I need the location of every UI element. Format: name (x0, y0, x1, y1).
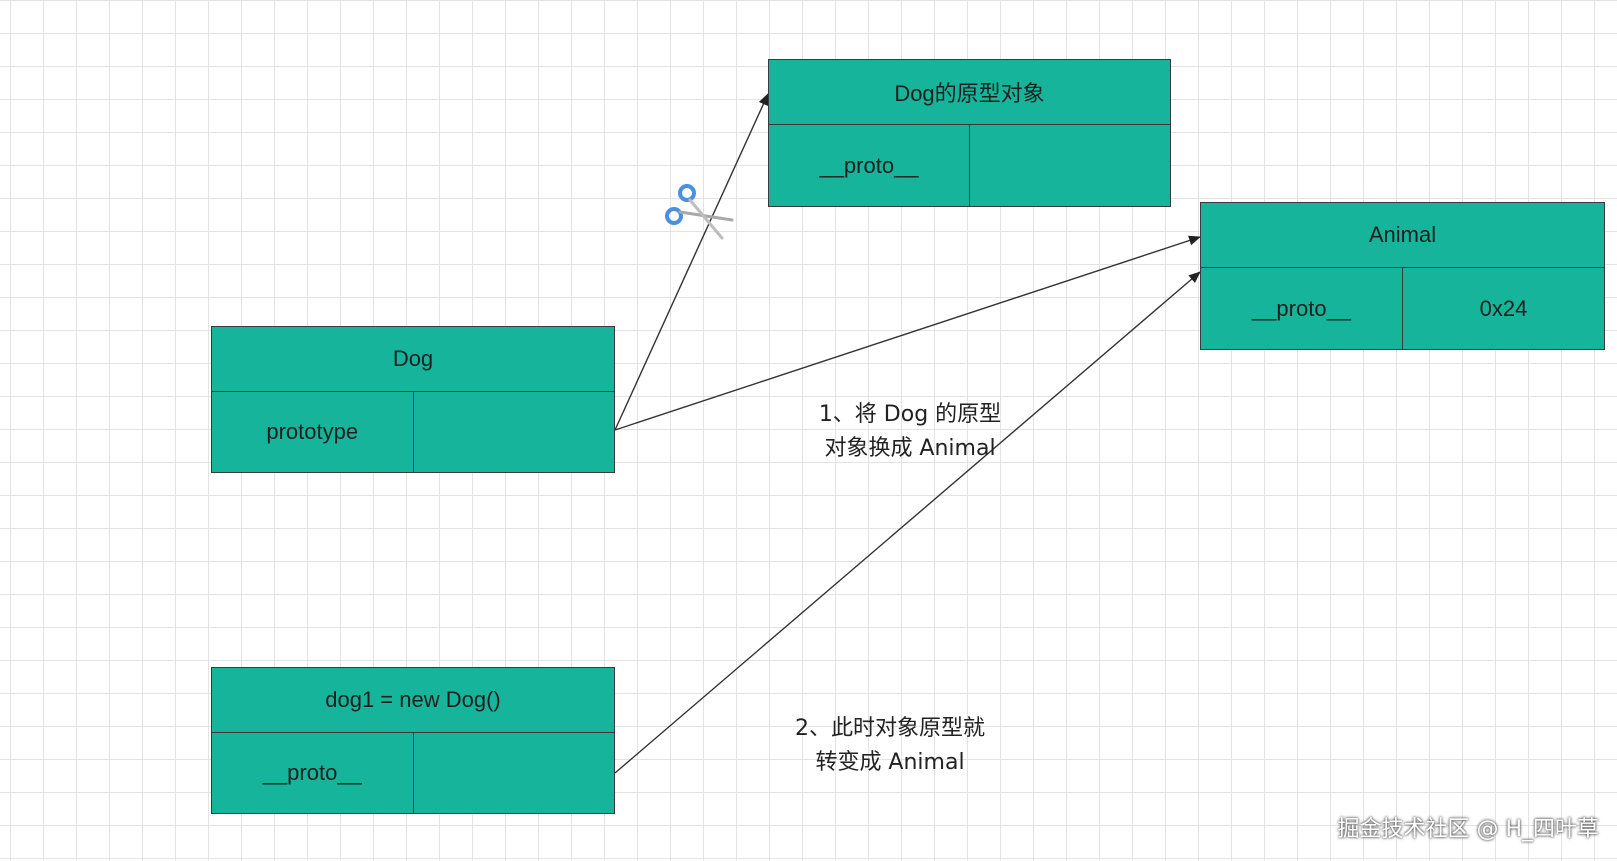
note-line: 转变成 Animal (815, 750, 965, 775)
note-line: 2、此时对象原型就 (795, 716, 985, 741)
node-field-prototype: prototype (266, 419, 359, 444)
edge-dog-to-animal (614, 235, 1201, 431)
note-line: 1、将 Dog 的原型 (818, 402, 1002, 427)
node-field-value (412, 392, 615, 472)
note-line: 对象换成 Animal (824, 436, 996, 461)
scissors-icon (665, 184, 734, 240)
node-field-proto: __proto__ (819, 152, 919, 178)
note-step-1: 1、将 Dog 的原型 对象换成 Animal (790, 398, 1030, 466)
edge-dog1-to-animal (614, 271, 1201, 774)
note-step-2: 2、此时对象原型就 转变成 Animal (770, 712, 1010, 780)
edge-dog-to-dog-prototype-object (614, 93, 769, 431)
node-field-value (412, 733, 615, 813)
node-title: Animal (1201, 203, 1604, 268)
node-field-proto: __proto__ (262, 760, 362, 785)
watermark: 掘金技术社区 @ H_四叶草 (1337, 817, 1599, 842)
node-dog-prototype-object[interactable]: Dog的原型对象 __proto__ (768, 59, 1171, 207)
node-field-proto: __proto__ (1251, 295, 1352, 321)
node-dog1[interactable]: dog1 = new Dog() __proto__ (211, 667, 615, 814)
node-title: dog1 = new Dog() (212, 668, 614, 733)
node-field-value: 0x24 (1402, 268, 1604, 349)
node-title: Dog的原型对象 (769, 60, 1170, 125)
node-dog[interactable]: Dog prototype (211, 326, 615, 473)
node-animal[interactable]: Animal __proto__ 0x24 (1200, 202, 1605, 350)
node-field-value (969, 125, 1170, 206)
node-title: Dog (212, 327, 614, 392)
